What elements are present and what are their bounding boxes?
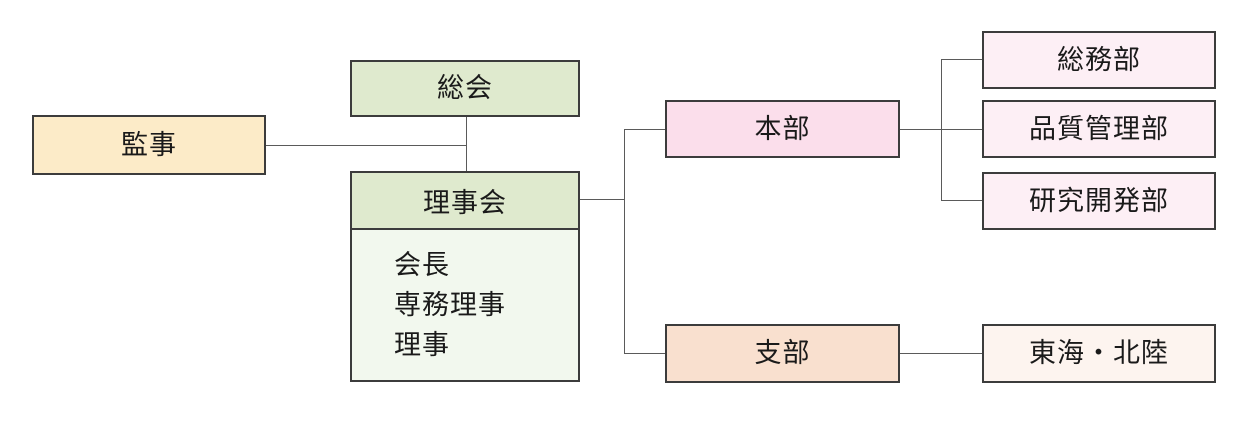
connector-honbu-to-bus: [900, 129, 942, 130]
list-item: 理事: [394, 330, 450, 361]
node-department-kenkyu-kaihatsubu[interactable]: 研究開発部: [982, 172, 1216, 230]
list-item: 会長: [394, 249, 450, 280]
list-item: 専務理事: [394, 289, 506, 320]
connector-soukai-to-rijikai: [466, 117, 467, 171]
node-soukai[interactable]: 総会: [350, 60, 580, 117]
node-branch-tokai-hokuriku[interactable]: 東海・北陸: [982, 324, 1216, 383]
node-rijikai-header[interactable]: 理事会: [352, 173, 578, 230]
connector-bus-to-shibu: [624, 353, 666, 354]
connector-kanji-to-stem: [266, 145, 466, 146]
connector-shibu-to-branch-0: [900, 353, 983, 354]
node-rijikai-member-list: 会長 専務理事 理事: [352, 230, 578, 380]
node-honbu[interactable]: 本部: [665, 100, 900, 158]
connector-bus-to-department-2: [941, 200, 983, 201]
connector-rijikai-to-bus: [580, 199, 625, 200]
connector-bus-to-department-1: [941, 129, 983, 130]
connector-bus-to-department-0: [941, 59, 983, 60]
connector-rijikai-bus: [624, 129, 625, 353]
node-department-soumubu[interactable]: 総務部: [982, 31, 1216, 89]
connector-bus-to-honbu: [624, 129, 666, 130]
node-kanji[interactable]: 監事: [32, 115, 266, 175]
node-shibu[interactable]: 支部: [665, 324, 900, 383]
node-rijikai-group[interactable]: 理事会 会長 専務理事 理事: [350, 171, 580, 382]
node-department-hinshitsu-kanribu[interactable]: 品質管理部: [982, 100, 1216, 158]
connector-department-bus: [941, 59, 942, 201]
